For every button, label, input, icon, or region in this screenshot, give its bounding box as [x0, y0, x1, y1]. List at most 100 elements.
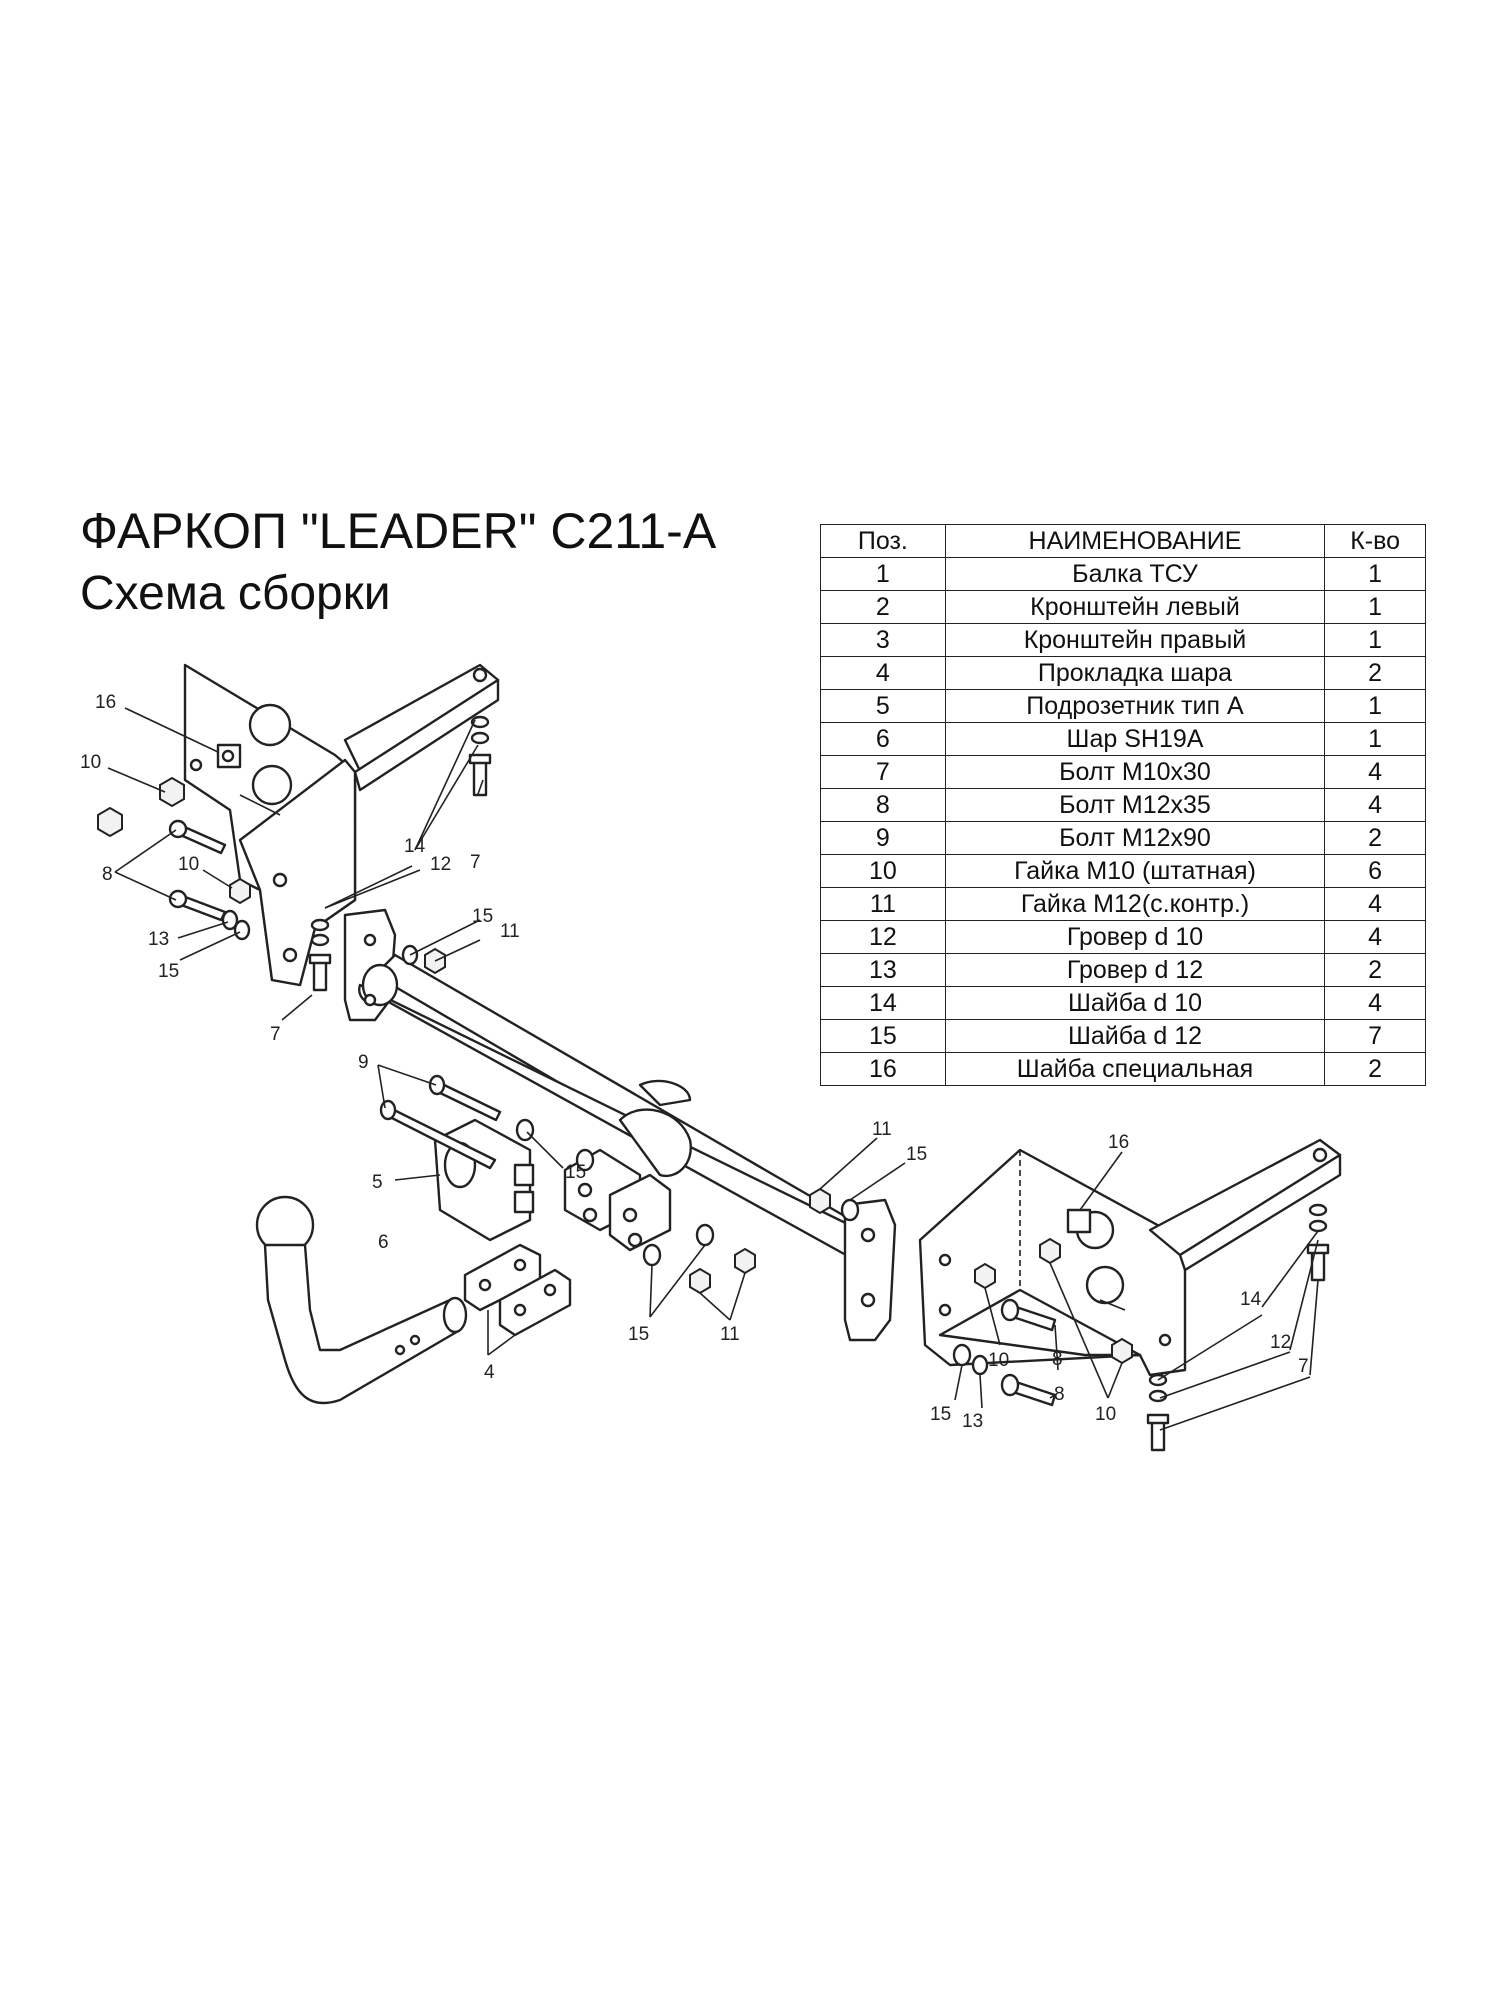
cell-position: 16 — [820, 1052, 946, 1086]
cell-quantity: 4 — [1324, 755, 1426, 789]
header-quantity: К-во — [1324, 524, 1426, 558]
callout-7-top: 7 — [470, 852, 481, 873]
callout-11-bottom: 11 — [720, 1324, 740, 1345]
callout-8-right-b: 8 — [1054, 1384, 1065, 1405]
cell-position: 11 — [820, 887, 946, 921]
cell-name: Прокладка шара — [944, 656, 1326, 690]
cell-quantity: 2 — [1324, 953, 1426, 987]
cell-position: 15 — [820, 1019, 946, 1053]
callout-15-right: 15 — [906, 1144, 927, 1165]
callout-10-right-bottom: 10 — [1095, 1404, 1116, 1425]
cell-quantity: 1 — [1324, 623, 1426, 657]
callout-7-left: 7 — [270, 1024, 281, 1045]
cell-quantity: 4 — [1324, 887, 1426, 921]
callout-7-right: 7 — [1298, 1356, 1309, 1377]
callout-16-left: 16 — [95, 692, 116, 713]
callout-13-left: 13 — [148, 929, 169, 950]
cell-quantity: 4 — [1324, 788, 1426, 822]
callout-14-left: 14 — [404, 836, 426, 857]
cell-quantity: 1 — [1324, 590, 1426, 624]
callout-15-top: 15 — [472, 906, 493, 927]
callout-15-mid: 15 — [565, 1162, 586, 1183]
callout-10-mid: 10 — [178, 854, 199, 875]
cell-name: Шар SH19A — [944, 722, 1326, 756]
cell-position: 4 — [820, 656, 946, 690]
main-beam — [343, 908, 897, 1342]
cell-name: Подрозетник тип А — [944, 689, 1326, 723]
cell-name: Шайба d 12 — [944, 1019, 1326, 1053]
leader-lines — [107, 707, 1319, 1431]
middle-hardware — [401, 944, 860, 1295]
cell-position: 10 — [820, 854, 946, 888]
callout-15-left: 15 — [158, 961, 179, 982]
callout-12-left: 12 — [430, 854, 451, 875]
cell-quantity: 1 — [1324, 689, 1426, 723]
cell-position: 12 — [820, 920, 946, 954]
cell-name: Шайба d 10 — [944, 986, 1326, 1020]
cell-quantity: 6 — [1324, 854, 1426, 888]
cell-position: 13 — [820, 953, 946, 987]
callout-8-left: 8 — [102, 864, 113, 885]
tow-ball — [255, 1195, 468, 1405]
cell-quantity: 2 — [1324, 656, 1426, 690]
callout-11-right: 11 — [872, 1119, 892, 1140]
cell-quantity: 1 — [1324, 722, 1426, 756]
cell-name: Кронштейн правый — [944, 623, 1326, 657]
cell-name: Шайба специальная — [944, 1052, 1326, 1086]
cell-position: 7 — [820, 755, 946, 789]
ball-spacers — [463, 1243, 572, 1337]
cell-name: Болт М10х30 — [944, 755, 1326, 789]
cell-position: 3 — [820, 623, 946, 657]
socket-bracket — [379, 1074, 595, 1242]
cell-quantity: 2 — [1324, 1052, 1426, 1086]
right-hardware — [952, 1203, 1330, 1452]
callout-9: 9 — [358, 1052, 369, 1073]
header-name: НАИМЕНОВАНИЕ — [944, 524, 1326, 558]
callout-13-right: 13 — [962, 1411, 983, 1432]
left-hardware — [97, 715, 492, 992]
cell-name: Гайка М12(с.контр.) — [944, 887, 1326, 921]
cell-position: 6 — [820, 722, 946, 756]
callout-6: 6 — [378, 1232, 389, 1253]
diagram-title: ФАРКОП "LEADER" C211-A — [80, 503, 717, 559]
cell-name: Болт М12х90 — [944, 821, 1326, 855]
cell-name: Кронштейн левый — [944, 590, 1326, 624]
header-position: Поз. — [820, 524, 946, 558]
callout-15-bottom: 15 — [628, 1324, 649, 1345]
cell-quantity: 4 — [1324, 920, 1426, 954]
callout-5: 5 — [372, 1172, 383, 1193]
cell-name: Гайка М10 (штатная) — [944, 854, 1326, 888]
callout-4: 4 — [484, 1362, 495, 1383]
cell-position: 14 — [820, 986, 946, 1020]
cell-name: Гровер d 10 — [944, 920, 1326, 954]
cell-position: 5 — [820, 689, 946, 723]
cell-name: Балка ТСУ — [944, 557, 1326, 591]
callout-14-right: 14 — [1240, 1289, 1262, 1310]
callout-15-right-bottom: 15 — [930, 1404, 951, 1425]
cell-position: 9 — [820, 821, 946, 855]
callout-12-right: 12 — [1270, 1332, 1291, 1353]
cell-name: Болт М12х35 — [944, 788, 1326, 822]
cell-quantity: 2 — [1324, 821, 1426, 855]
cell-name: Гровер d 12 — [944, 953, 1326, 987]
cell-position: 2 — [820, 590, 946, 624]
cell-quantity: 7 — [1324, 1019, 1426, 1053]
cell-position: 1 — [820, 557, 946, 591]
cell-position: 8 — [820, 788, 946, 822]
